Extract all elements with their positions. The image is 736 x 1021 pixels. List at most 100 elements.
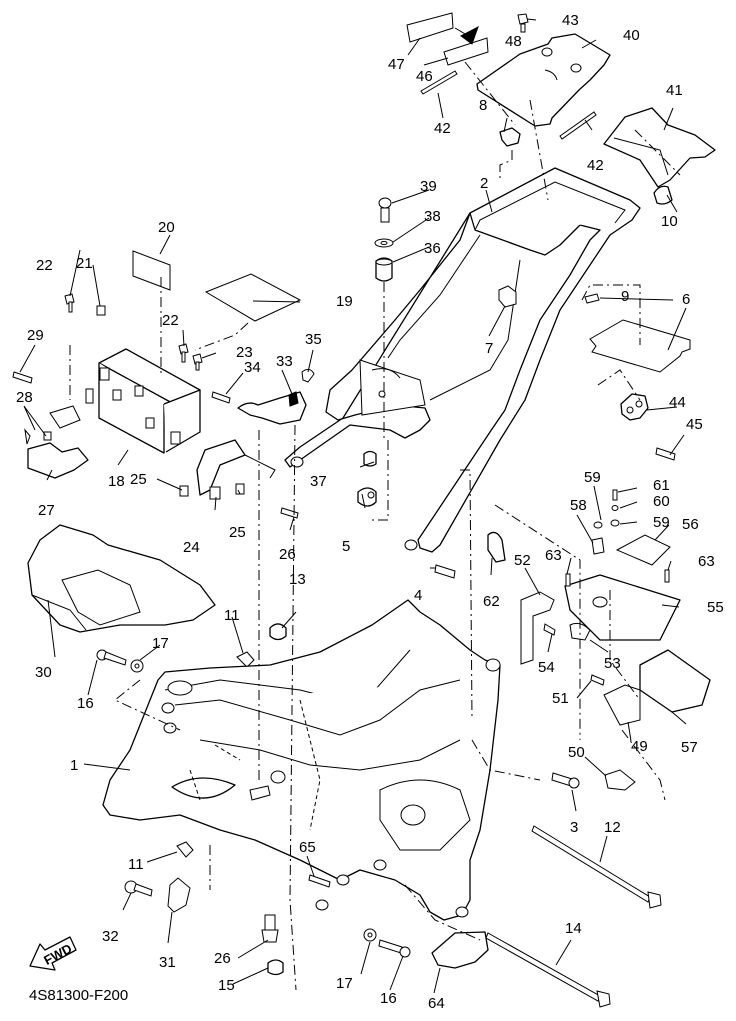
callout-25-a: 25 [130, 471, 147, 488]
callout-45: 45 [686, 416, 703, 433]
callout-10: 10 [661, 213, 678, 230]
part-54-bolt [543, 623, 556, 636]
fwd-label: FWD [41, 941, 74, 968]
part-5-nut [357, 487, 377, 507]
part-56-pad [615, 534, 671, 566]
callout-2: 2 [480, 175, 488, 192]
callout-22-b: 22 [162, 312, 179, 329]
callout-60: 60 [653, 493, 670, 510]
alignment-lines [69, 61, 681, 991]
callout-40: 40 [623, 27, 640, 44]
callout-18: 18 [108, 473, 125, 490]
callout-35: 35 [305, 331, 322, 348]
callout-11-b: 11 [128, 856, 144, 873]
part-32-bolt [124, 880, 153, 897]
callout-26-b: 26 [214, 950, 231, 967]
part-4-bolt [434, 564, 456, 579]
part-44-bracket [620, 393, 649, 421]
callout-5: 5 [342, 538, 350, 555]
callout-47: 47 [388, 56, 405, 73]
part-36-grommet [375, 257, 393, 282]
callout-49: 49 [631, 738, 648, 755]
callout-17-b: 17 [336, 975, 353, 992]
callout-28: 28 [16, 389, 33, 406]
part-11-bolt-a [236, 651, 255, 668]
callout-16-b: 16 [380, 990, 397, 1007]
part-30-under-tray [27, 524, 216, 633]
callout-12: 12 [604, 819, 621, 836]
callout-57: 57 [681, 739, 698, 756]
callout-50: 50 [568, 744, 585, 761]
callout-23: 23 [236, 344, 253, 361]
callout-30: 30 [35, 664, 52, 681]
part-45-bolt [655, 447, 676, 461]
part-22-bolt-a [64, 293, 75, 313]
callout-1: 1 [70, 757, 78, 774]
part-43-bolt [517, 13, 529, 33]
callout-63-b: 63 [698, 553, 715, 570]
callout-36: 36 [424, 240, 441, 257]
callout-20: 20 [158, 219, 175, 236]
callout-31: 31 [159, 954, 176, 971]
part-49-bracket [603, 684, 641, 726]
part-7-block [498, 285, 517, 308]
part-62-clamp [487, 531, 506, 563]
callout-63-a: 63 [545, 547, 562, 564]
part-3-bolt [551, 772, 580, 789]
callout-24: 24 [183, 539, 200, 556]
callout-53: 53 [604, 655, 621, 672]
callout-62: 62 [483, 593, 500, 610]
callout-27: 27 [38, 502, 55, 519]
part-1-main-frame [102, 599, 501, 921]
callout-33: 33 [276, 353, 293, 370]
diagram-code: 4S81300-F200 [29, 987, 128, 1004]
part-14-long-bolt [485, 932, 611, 1008]
part-6-sheet [589, 319, 691, 373]
callout-43: 43 [562, 12, 579, 29]
fwd-direction-badge: FWD [29, 936, 77, 971]
part-57-cover [639, 649, 711, 713]
callout-37: 37 [310, 473, 327, 490]
part-12-long-bolt [531, 825, 662, 909]
part-53-clamp [569, 622, 591, 641]
callout-42-a: 42 [434, 120, 451, 137]
callout-44: 44 [669, 394, 686, 411]
part-65-bolt [308, 874, 331, 888]
part-10-cap [653, 185, 673, 205]
callout-15: 15 [218, 977, 235, 994]
callout-29: 29 [27, 327, 44, 344]
part-31-bracket [167, 877, 191, 913]
part-9-damper [584, 293, 600, 304]
callout-39: 39 [420, 178, 437, 195]
part-22-bolt-b [178, 343, 189, 363]
part-25-nut-b [235, 483, 245, 495]
part-38-washer [374, 238, 394, 248]
callout-16-a: 16 [77, 695, 94, 712]
part-50-clamp [604, 769, 636, 791]
callout-14: 14 [565, 920, 582, 937]
part-16-bolt-b [378, 939, 411, 958]
part-28-clips [24, 428, 52, 445]
callout-34: 34 [244, 359, 261, 376]
part-8-bracket [499, 127, 521, 147]
part-23-bolt [192, 353, 203, 371]
callout-61: 61 [653, 477, 670, 494]
part-40-seat-bracket [476, 33, 611, 127]
part-33-stay [237, 391, 307, 425]
callout-52: 52 [514, 552, 531, 569]
part-26-bolt-a [280, 507, 299, 519]
part-55-plate [564, 574, 681, 641]
part-42-strip-a [420, 70, 458, 95]
part-34-bolt [211, 391, 231, 404]
callout-42-b: 42 [587, 157, 604, 174]
part-35-clamp [301, 368, 315, 383]
callout-9: 9 [621, 288, 629, 305]
part-15-nut [267, 959, 284, 976]
callout-4: 4 [414, 587, 422, 604]
callout-labels: 1 2 3 4 5 6 7 8 9 10 11 11 12 13 14 15 1… [16, 12, 724, 1012]
callout-41: 41 [666, 82, 683, 99]
callout-22-a: 22 [36, 257, 53, 274]
part-26-bolt-b [261, 914, 279, 943]
part-29-bolt [12, 371, 33, 384]
